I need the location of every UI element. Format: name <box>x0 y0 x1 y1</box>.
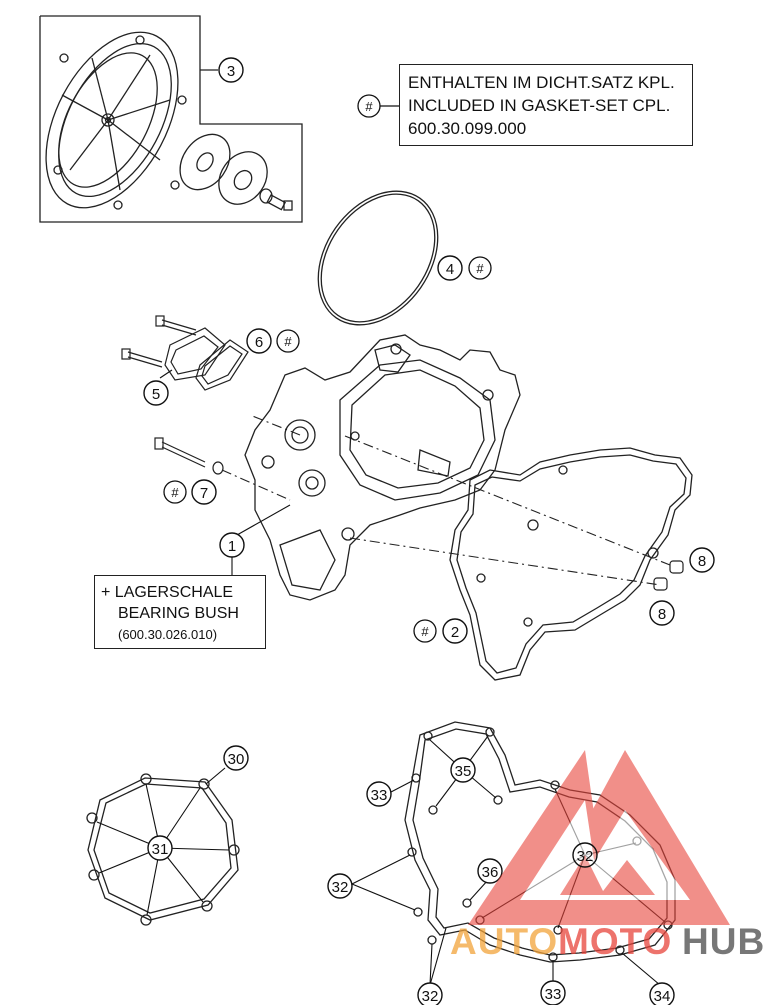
callout-33-left: 33 <box>371 787 388 804</box>
gasket-note-line-2: INCLUDED IN GASKET-SET CPL. <box>408 96 671 115</box>
callout-30: 30 <box>228 751 245 768</box>
watermark-hub: HUB <box>682 921 765 962</box>
automotohub-watermark-text: AUTO MOTO HUB <box>450 921 765 962</box>
bearing-note-line-3: (600.30.026.010) <box>118 627 218 642</box>
gasket-marker: # <box>365 99 373 114</box>
bearing-note-line-1: + LAGERSCHALE <box>101 584 234 601</box>
callout-5: 5 <box>152 386 160 403</box>
callout-33-bottom: 33 <box>545 986 562 1003</box>
callout-circle-3 <box>218 57 244 83</box>
gasket-note-line-3: 600.30.099.000 <box>408 119 527 138</box>
gasket-marker-4: # <box>476 261 484 276</box>
callout-34: 34 <box>654 988 671 1005</box>
bolt-7 <box>154 437 224 475</box>
watermark-auto: AUTO <box>450 921 558 962</box>
callout-1: 1 <box>228 538 236 555</box>
bearing-bush-note: + LAGERSCHALE BEARING BUSH (600.30.026.0… <box>94 575 266 649</box>
clutch-side-crankcase-cover <box>244 334 521 601</box>
callout-32-bottom: 32 <box>422 988 439 1005</box>
callout-31: 31 <box>152 841 169 858</box>
clutch-cover-assembly <box>39 15 303 223</box>
callout-35: 35 <box>455 763 472 780</box>
callout-3: 3 <box>227 63 235 80</box>
callout-36: 36 <box>482 864 499 881</box>
alignment-lines <box>221 414 671 586</box>
dowel-pins <box>653 560 684 591</box>
bearing-note-line-2: BEARING BUSH <box>118 605 239 622</box>
callout-6: 6 <box>255 334 263 351</box>
watermark-moto: MOTO <box>558 921 672 962</box>
gasket-marker-2: # <box>421 624 429 639</box>
gasket-marker-7: # <box>171 485 179 500</box>
callout-32-right: 32 <box>577 848 594 865</box>
callout-4: 4 <box>446 261 454 278</box>
callout-32-left: 32 <box>332 879 349 896</box>
callout-8-upper: 8 <box>698 553 706 570</box>
gasket-set-note: ENTHALTEN IM DICHT.SATZ KPL. INCLUDED IN… <box>399 64 693 146</box>
automotohub-watermark-logo <box>468 750 730 925</box>
callout-7: 7 <box>200 485 208 502</box>
o-ring <box>317 190 439 326</box>
callout-8-lower: 8 <box>658 606 666 623</box>
cover-gasket <box>449 447 693 681</box>
callout-2: 2 <box>451 624 459 641</box>
gasket-note-line-1: ENTHALTEN IM DICHT.SATZ KPL. <box>408 73 675 92</box>
gasket-marker-6: # <box>284 334 292 349</box>
water-pump-cover <box>121 315 249 391</box>
